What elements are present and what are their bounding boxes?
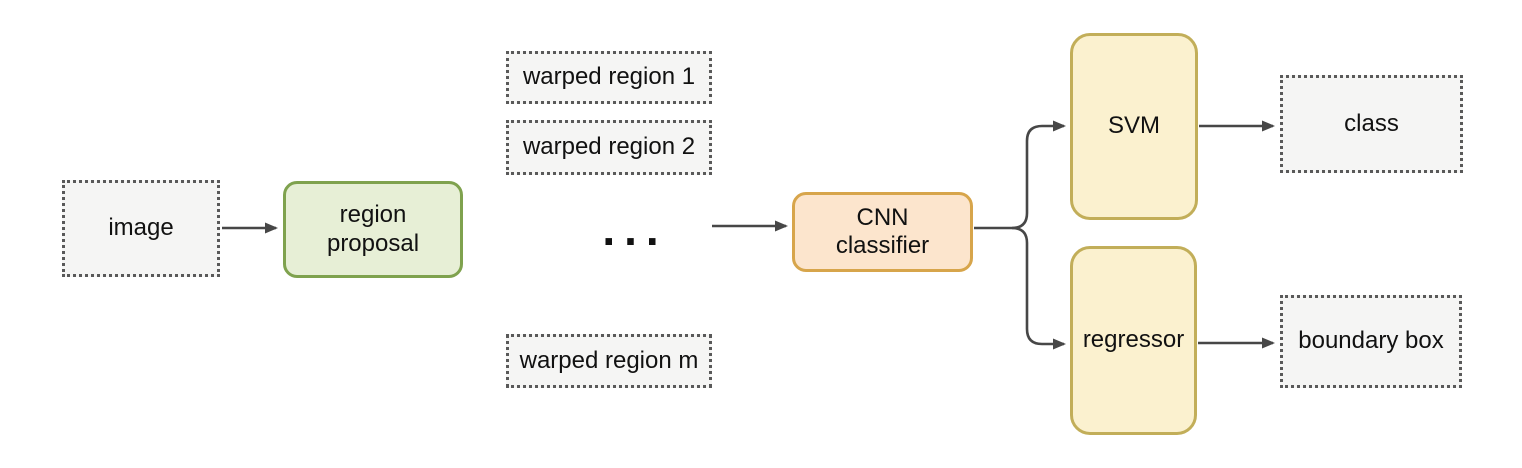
region-proposal-node-label: region proposal — [326, 201, 420, 257]
regressor-label: regressor — [1082, 326, 1185, 354]
svm-node: SVM — [1070, 33, 1198, 220]
warped-region-2-label: warped region 2 — [522, 133, 696, 161]
warped-region-m-node: warped region m — [506, 334, 712, 388]
warped-region-2-node: warped region 2 — [506, 120, 712, 175]
class-label: class — [1344, 109, 1399, 137]
warped-region-m-label: warped region m — [519, 346, 699, 374]
regressor-node: regressor — [1070, 246, 1197, 435]
ellipsis-node: ... — [585, 196, 685, 256]
class-node: class — [1280, 75, 1463, 173]
warped-region-1-label: warped region 1 — [522, 63, 696, 91]
boundary-box-node: boundary box — [1280, 295, 1462, 388]
region-proposal-node: region proposal — [283, 181, 463, 278]
cnn-classifier-label: CNN classifier — [835, 203, 930, 259]
cnn-classifier-node: CNN classifier — [792, 192, 973, 272]
boundary-box-label: boundary box — [1298, 327, 1444, 355]
image-node: image — [62, 180, 220, 277]
warped-region-1-node: warped region 1 — [506, 51, 712, 104]
svm-label: SVM — [1107, 112, 1160, 140]
ellipsis-label: ... — [602, 202, 668, 255]
image-node-label: image — [108, 214, 174, 242]
arrow-cnn-to-svm — [1011, 120, 1066, 230]
arrow-cnn-to-regressor — [1011, 226, 1066, 350]
